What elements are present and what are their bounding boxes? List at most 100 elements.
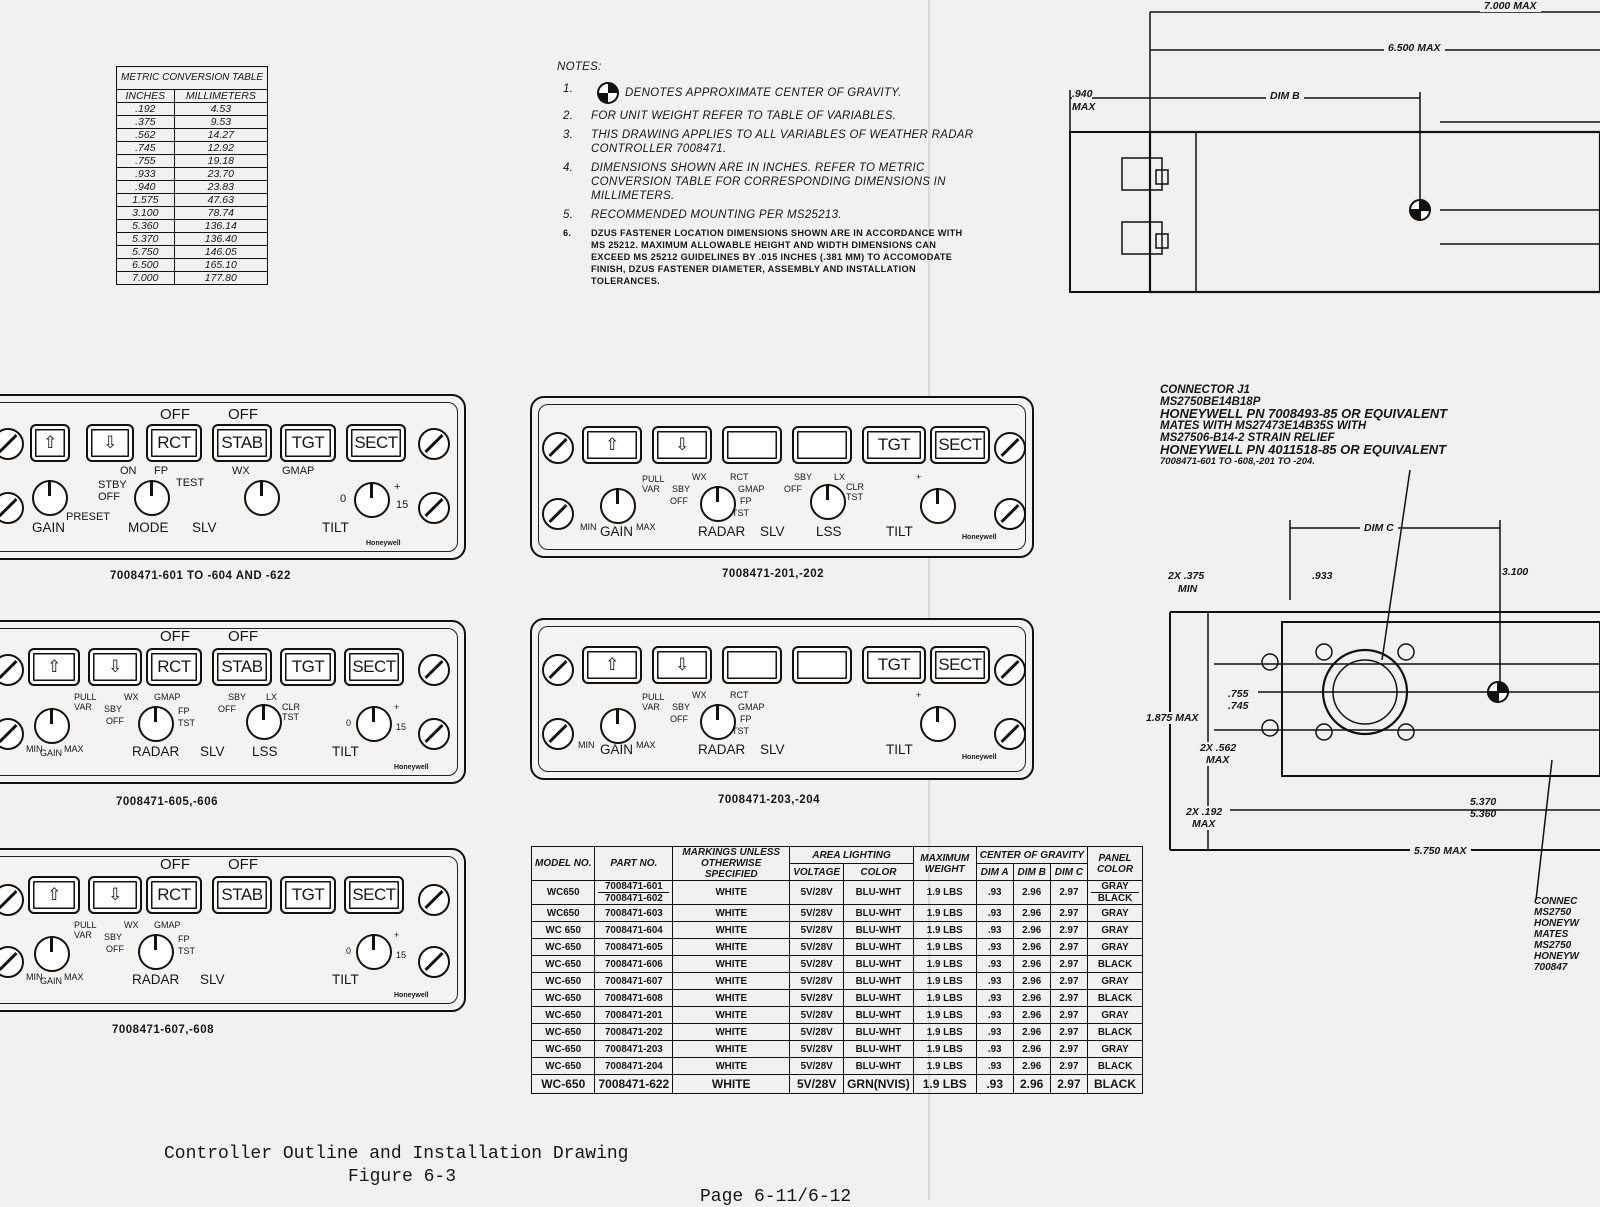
off-label: OFF: [228, 856, 258, 873]
tilt-up-button[interactable]: ⇧: [30, 424, 70, 462]
pull-label: PULL: [74, 692, 97, 702]
rct-button[interactable]: RCT: [146, 876, 202, 914]
lss-knob[interactable]: [810, 484, 846, 520]
lss-knob[interactable]: [246, 704, 282, 740]
tilt-knob[interactable]: [920, 706, 956, 742]
c-cell: 2.97: [1049, 1074, 1089, 1094]
part-value: 7008471-601: [604, 881, 663, 892]
lx-label: LX: [266, 692, 278, 702]
wx-gmap-knob[interactable]: [244, 480, 280, 516]
tilt-up-button[interactable]: ⇧: [28, 876, 80, 914]
stab-button[interactable]: STAB: [212, 648, 272, 686]
mark-value: WHITE: [715, 1060, 747, 1072]
min-label: MIN: [580, 522, 597, 532]
color-value: GRN(NVIS): [847, 1077, 910, 1091]
tgt-button[interactable]: TGT: [280, 876, 336, 914]
model-value: WC-650: [545, 1060, 582, 1072]
tgt-button[interactable]: TGT: [862, 646, 926, 684]
off-label: OFF: [228, 628, 258, 645]
gain-knob[interactable]: [34, 708, 70, 744]
color-cell: BLU-WHT: [843, 880, 914, 905]
a-cell: .93: [975, 880, 1014, 905]
gain-knob[interactable]: [34, 936, 70, 972]
tilt-knob[interactable]: [356, 706, 392, 742]
tilt-label: TILT: [886, 524, 913, 539]
stab-button[interactable]: STAB: [212, 424, 272, 462]
model-value: WC-650: [545, 1026, 582, 1038]
color-value: BLU-WHT: [855, 1009, 902, 1021]
panel-bezel: [0, 402, 458, 552]
c-value: 2.97: [1059, 1026, 1079, 1038]
tilt-down-button[interactable]: ⇩: [86, 424, 134, 462]
col-weight: MAXIMUM WEIGHT: [912, 846, 977, 881]
note-number: 1.: [563, 83, 574, 95]
slv-label: SLV: [760, 524, 785, 539]
tilt-up-button[interactable]: ⇧: [582, 426, 642, 464]
tgt-button[interactable]: TGT: [280, 424, 336, 462]
blank-button[interactable]: [722, 646, 782, 684]
tilt-up-button[interactable]: ⇧: [28, 648, 80, 686]
radar-mode-knob[interactable]: [138, 706, 174, 742]
max-label: MAX: [64, 972, 84, 982]
radar-mode-knob[interactable]: [700, 486, 736, 522]
color-value: BLU-WHT: [855, 887, 902, 898]
model-value: WC650: [546, 907, 580, 919]
part-value: 7008471-201: [604, 1009, 663, 1021]
tilt-down-button[interactable]: ⇩: [652, 426, 712, 464]
min-label: MIN: [26, 744, 43, 754]
tilt-down-button[interactable]: ⇩: [88, 876, 142, 914]
connector-p1-note: CONNEC MS2750 HONEYW MATES MS2750 HONEYW…: [1534, 896, 1579, 973]
gain-knob[interactable]: [32, 480, 68, 516]
gain-knob[interactable]: [600, 708, 636, 744]
off-label: OFF: [106, 944, 124, 954]
rct-button[interactable]: RCT: [146, 648, 202, 686]
b-value: 2.96: [1022, 958, 1042, 970]
panel-caption: 7008471-203,-204: [718, 794, 820, 806]
tilt-label: TILT: [332, 744, 359, 759]
panel-caption: 7008471-605,-606: [116, 796, 218, 808]
sect-button[interactable]: SECT: [346, 424, 406, 462]
dim-933: .933: [1312, 570, 1333, 582]
tilt-down-button[interactable]: ⇩: [88, 648, 142, 686]
tilt-zero-label: 0: [340, 493, 347, 505]
mode-knob[interactable]: [134, 480, 170, 516]
sect-button[interactable]: SECT: [930, 646, 990, 684]
weight-value: 1.9 LBS: [926, 958, 963, 970]
model-value: WC-650: [545, 958, 582, 970]
sect-button[interactable]: SECT: [344, 876, 404, 914]
model-cell: WC-650: [530, 1074, 596, 1094]
c-cell: 2.97: [1049, 904, 1089, 922]
radar-mode-knob[interactable]: [700, 704, 736, 740]
tgt-button[interactable]: TGT: [280, 648, 336, 686]
tilt-knob[interactable]: [356, 934, 392, 970]
lss-label: LSS: [816, 524, 842, 539]
tst-label: TST: [846, 492, 863, 502]
tilt-up-button[interactable]: ⇧: [582, 646, 642, 684]
sect-button[interactable]: SECT: [344, 648, 404, 686]
stab-button[interactable]: STAB: [212, 876, 272, 914]
radar-mode-knob[interactable]: [138, 934, 174, 970]
tilt-knob[interactable]: [920, 488, 956, 524]
blank-button[interactable]: [792, 646, 852, 684]
blank-button[interactable]: [722, 426, 782, 464]
tgt-button[interactable]: TGT: [862, 426, 926, 464]
tilt-down-button[interactable]: ⇩: [652, 646, 712, 684]
off-label: OFF: [106, 716, 124, 726]
weight-value: 1.9 LBS: [926, 907, 963, 919]
gain-knob[interactable]: [600, 488, 636, 524]
blank-button[interactable]: [792, 426, 852, 464]
connector-line: HONEYWELL PN 4011518-85 OR EQUIVALENT: [1160, 442, 1447, 457]
test-label: TEST: [176, 477, 205, 489]
tilt-knob[interactable]: [354, 482, 390, 518]
dzus-fastener-icon: [542, 498, 574, 530]
sect-button[interactable]: SECT: [930, 426, 990, 464]
rct-button[interactable]: RCT: [146, 424, 202, 462]
note-text: FOR UNIT WEIGHT REFER TO TABLE OF VARIAB…: [591, 110, 897, 122]
